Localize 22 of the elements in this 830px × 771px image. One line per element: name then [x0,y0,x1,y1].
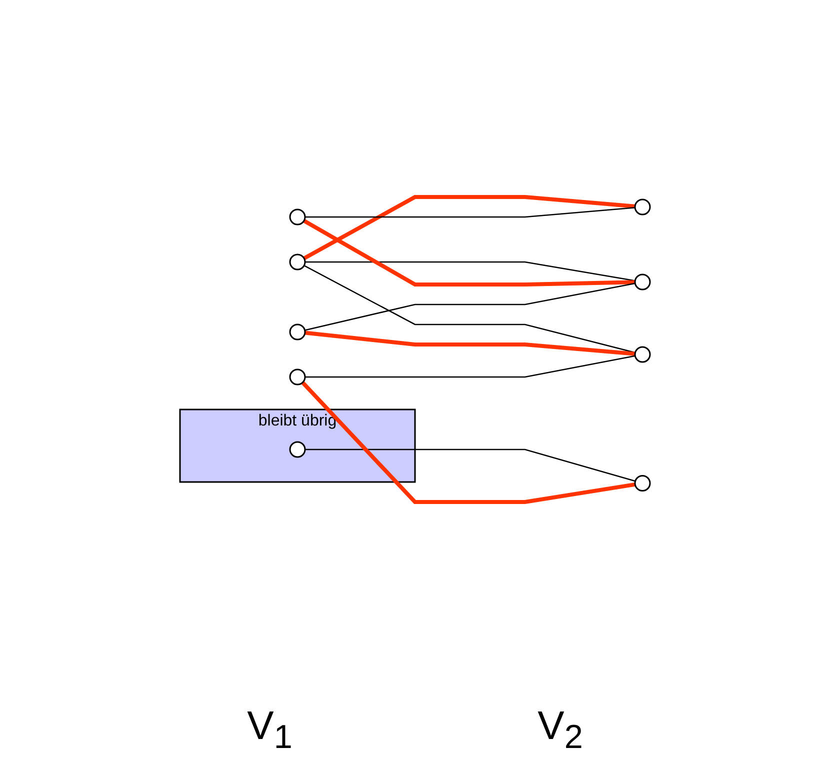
connector [304,282,636,330]
node-circle [634,474,651,491]
set-label: V$_{1}$ [247,704,292,757]
connector [305,206,636,218]
node-circle [634,346,651,362]
cluster: bleibt übrig [179,408,416,482]
connector [304,330,636,356]
connector [304,264,636,353]
node-circle [289,208,306,225]
connector [303,218,636,286]
connector [305,354,636,378]
set-label: V$_{2}$ [538,704,583,757]
node-circle [289,440,306,458]
node-circle [289,253,306,270]
node-circle [634,273,651,290]
connector [303,194,636,260]
connector [305,260,636,281]
node-circle [289,323,306,340]
connector [305,448,636,482]
connector [301,380,636,504]
node-circle [289,368,306,385]
node-circle [634,198,651,215]
